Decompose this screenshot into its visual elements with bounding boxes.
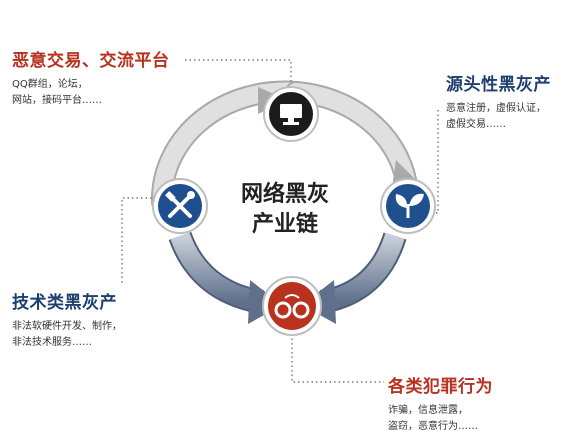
center-line-2: 产业链 xyxy=(251,212,318,237)
label-platform: 恶意交易、交流平台 QQ群组，论坛， 网站，接码平台…… xyxy=(12,46,170,109)
node-right xyxy=(380,178,436,234)
node-bottom xyxy=(262,276,322,336)
diagram-center-title: 网络黑灰 产业链 xyxy=(210,180,360,240)
label-crime-title: 各类犯罪行为 xyxy=(388,377,493,397)
center-line-1: 网络黑灰 xyxy=(240,182,329,207)
node-left xyxy=(152,178,208,234)
label-platform-title: 恶意交易、交流平台 xyxy=(12,51,170,71)
label-source-title: 源头性黑灰产 xyxy=(446,75,551,95)
leader-lines xyxy=(121,59,439,383)
label-platform-desc-2: 网站，接码平台…… xyxy=(12,95,102,106)
monitor-icon xyxy=(280,104,302,125)
label-platform-desc-1: QQ群组，论坛， xyxy=(12,79,88,90)
sprout-icon xyxy=(395,193,424,218)
label-crime: 各类犯罪行为 诈骗，信息泄露， 盗窃，恶意行为…… xyxy=(388,372,493,435)
label-tech-desc-2: 非法技术服务…… xyxy=(12,337,92,348)
label-crime-desc-1: 诈骗，信息泄露， xyxy=(388,405,468,416)
label-tech-title: 技术类黑灰产 xyxy=(12,293,117,313)
label-source-desc-2: 虚假交易…… xyxy=(446,119,506,130)
label-source-desc-1: 恶意注册，虚假认证， xyxy=(446,103,546,114)
node-top xyxy=(263,86,319,142)
handcuffs-icon xyxy=(274,294,310,319)
label-tech: 技术类黑灰产 非法软硬件开发、制作， 非法技术服务…… xyxy=(12,288,122,351)
label-tech-desc-1: 非法软硬件开发、制作， xyxy=(12,321,122,332)
label-crime-desc-2: 盗窃，恶意行为…… xyxy=(388,421,478,432)
label-source: 源头性黑灰产 恶意注册，虚假认证， 虚假交易…… xyxy=(446,70,551,133)
